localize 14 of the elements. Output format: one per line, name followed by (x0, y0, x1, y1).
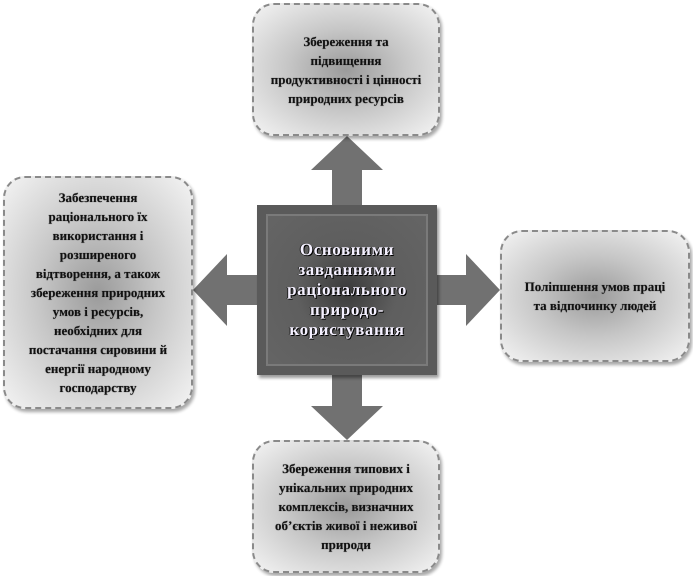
central-title: Основними завданнями раціонального природо- користування (286, 240, 408, 340)
task-box (500, 230, 690, 362)
central-box (257, 205, 437, 375)
block-arrow (437, 254, 500, 326)
block-arrow (193, 254, 257, 326)
task-text: Поліпшення умов праці та відпочинку людей (524, 278, 666, 315)
task-text: Забезпечення раціонального їх використання і розширеного відтворення, а також збереження природних умов і ресурсів, необхідних для постачання сировини й енергії народному господарству (28, 189, 168, 397)
task-text: Збереження та підвищення продуктивності і цінності природних ресурсів (270, 32, 422, 108)
task-box (3, 176, 193, 409)
task-box (252, 3, 440, 136)
block-arrow (311, 136, 383, 205)
block-arrow (311, 375, 383, 440)
task-text: Збереження типових і унікальних природних комплексів, визначних об’єктів живої і неживої природи (274, 460, 418, 554)
task-box (252, 440, 440, 573)
